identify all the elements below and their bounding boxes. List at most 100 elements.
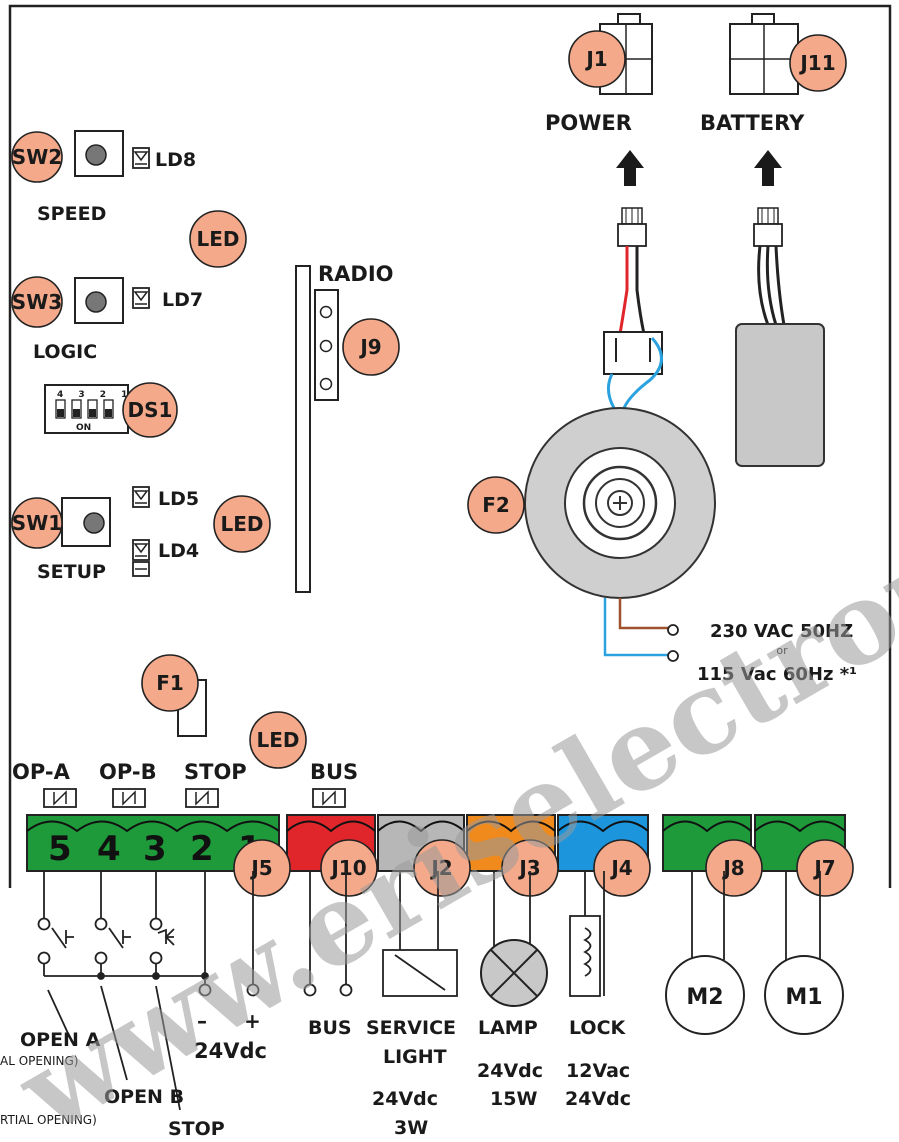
battery-label: BATTERY: [700, 111, 805, 135]
svg-text:J4: J4: [609, 856, 632, 880]
svg-text:SW2: SW2: [12, 145, 62, 169]
badge-j1: J1: [568, 30, 626, 88]
badge-led-2: LED: [213, 495, 271, 553]
svg-text:J9: J9: [358, 335, 381, 359]
svg-text:J7: J7: [812, 856, 835, 880]
motor-m1-icon: [764, 871, 844, 1035]
lamp-voltage: 24Vdc: [477, 1060, 543, 1082]
badge-j2: J2: [413, 839, 471, 897]
badge-led-3: LED: [249, 711, 307, 769]
plus-sign: +: [244, 1009, 261, 1033]
svg-text:J2: J2: [429, 856, 452, 880]
j11-battery-connector: [729, 13, 799, 95]
sw3-button[interactable]: [85, 291, 107, 313]
input-led-icon: [112, 788, 146, 808]
bus-bottom-label: BUS: [308, 1017, 352, 1039]
service-label: SERVICE: [366, 1017, 456, 1039]
svg-text:J3: J3: [517, 856, 540, 880]
badge-sw1: SW1: [11, 497, 63, 549]
svg-text:F1: F1: [156, 671, 184, 695]
badge-j9: J9: [342, 318, 400, 376]
svg-text:DS1: DS1: [128, 398, 173, 422]
badge-f1: F1: [141, 654, 199, 712]
setup-label: SETUP: [37, 561, 106, 583]
svg-text:LED: LED: [220, 512, 263, 536]
24vdc-label: 24Vdc: [194, 1039, 267, 1063]
mains-terminal: [667, 650, 679, 662]
ld4-led-icon: [132, 539, 150, 561]
speed-label: SPEED: [37, 203, 106, 225]
input-led-icon: [43, 788, 77, 808]
arrow-up-icon: [754, 150, 782, 186]
ld8-label: LD8: [155, 149, 196, 171]
lock-coil-icon: [569, 871, 605, 997]
input-contacts-wiring: [37, 871, 260, 1111]
sw1-button[interactable]: [83, 512, 105, 534]
power-label: POWER: [545, 111, 632, 135]
ds1-on-label: ON: [76, 423, 91, 433]
transformer: [524, 407, 716, 599]
ds1-numbers: 4 3 2 1: [57, 390, 133, 400]
stop-label: STOP: [184, 760, 247, 784]
ld5-led-icon: [132, 486, 150, 508]
lamp-label: LAMP: [478, 1017, 538, 1039]
battery-plug: [753, 207, 783, 247]
arrow-up-icon: [616, 150, 644, 186]
badge-ds1: DS1: [122, 382, 178, 438]
lock-label: LOCK: [569, 1017, 627, 1039]
ld5-label: LD5: [158, 488, 199, 510]
minus-sign: –: [197, 1009, 207, 1033]
open-b-label: OPEN B: [104, 1086, 184, 1108]
badge-j7: J7: [796, 839, 854, 897]
svg-text:J11: J11: [798, 51, 835, 75]
stop-bottom-label: STOP: [168, 1118, 225, 1140]
m2-label: M2: [686, 985, 723, 1010]
badge-f2: F2: [467, 476, 525, 534]
bus-wiring: [303, 871, 353, 997]
lock-voltage-2: 24Vdc: [565, 1088, 631, 1110]
ds1-dip-switch[interactable]: [44, 384, 129, 434]
badge-j10: J10: [320, 839, 378, 897]
service-light-relay: [382, 871, 458, 997]
board-outline: [8, 4, 892, 888]
terminal-2: 2: [190, 829, 214, 869]
input-led-icon: [312, 788, 346, 808]
mains-terminal: [667, 624, 679, 636]
service-voltage: 24Vdc: [372, 1088, 438, 1110]
badge-led-1: LED: [189, 210, 247, 268]
badge-j5: J5: [233, 839, 291, 897]
service-wattage: 3W: [394, 1117, 428, 1139]
open-a-sub-label: AL OPENING): [0, 1054, 78, 1068]
setup-small-led-icon: [132, 561, 150, 577]
blue-wire: [603, 598, 668, 657]
bus-label: BUS: [310, 760, 358, 784]
open-b-sub-label: RTIAL OPENING): [0, 1113, 97, 1127]
badge-j8: J8: [705, 839, 763, 897]
lamp-wattage: 15W: [490, 1088, 537, 1110]
power-plug: [617, 207, 647, 247]
motor-m2-icon: [665, 871, 745, 1035]
radio-slot: [295, 265, 311, 593]
radio-label: RADIO: [318, 262, 394, 286]
svg-text:J1: J1: [584, 47, 607, 71]
ld7-label: LD7: [162, 289, 203, 311]
lock-voltage-1: 12Vac: [566, 1060, 630, 1082]
sw2-button[interactable]: [85, 144, 107, 166]
ld7-led-icon: [132, 287, 150, 309]
svg-text:J10: J10: [329, 856, 366, 880]
terminal-4: 4: [97, 829, 121, 869]
badge-j4: J4: [593, 839, 651, 897]
ld8-led-icon: [132, 147, 150, 169]
j9-radio-connector: [314, 289, 339, 401]
brown-wire: [618, 598, 668, 630]
blue-wire: [607, 373, 616, 409]
svg-text:LED: LED: [256, 728, 299, 752]
terminal-5: 5: [48, 829, 72, 869]
battery-wires: [757, 245, 786, 326]
terminal-3: 3: [143, 829, 167, 869]
op-b-label: OP-B: [99, 760, 157, 784]
svg-text:LED: LED: [196, 227, 239, 251]
mains-or-label: or: [776, 644, 788, 657]
op-a-label: OP-A: [12, 760, 71, 784]
